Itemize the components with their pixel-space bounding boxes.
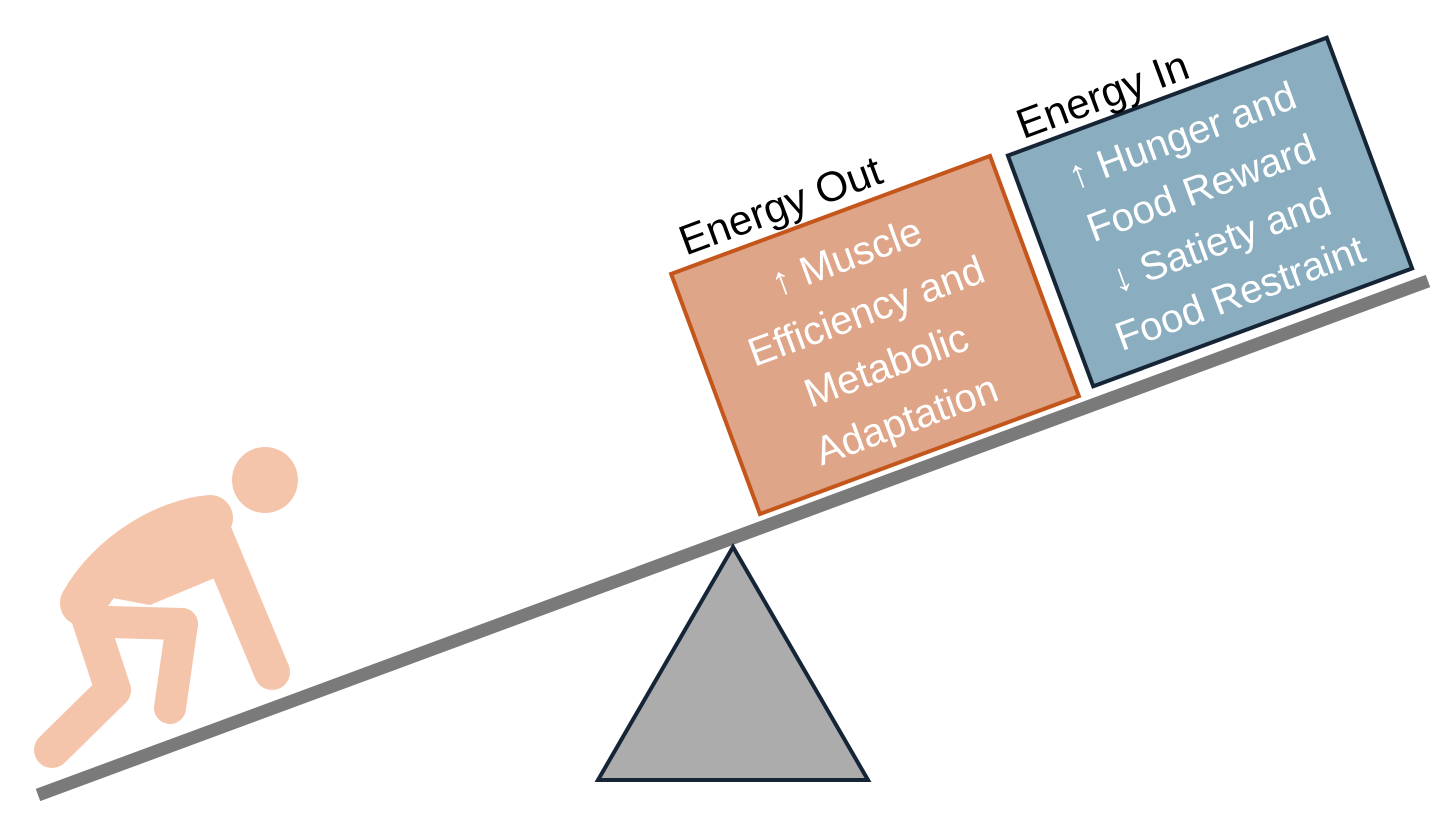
energy-in-box: Energy In ↑ Hunger and Food Reward ↓ Sat… <box>1005 35 1415 389</box>
energy-out-box: Energy Out ↑ Muscle Efficiency and Metab… <box>668 146 1082 517</box>
seesaw-plank <box>35 274 1431 802</box>
fulcrum-triangle-icon <box>594 543 872 782</box>
energy-out-rect <box>668 153 1082 517</box>
energy-in-rect <box>1005 35 1415 389</box>
person-pushing-icon <box>34 447 298 768</box>
